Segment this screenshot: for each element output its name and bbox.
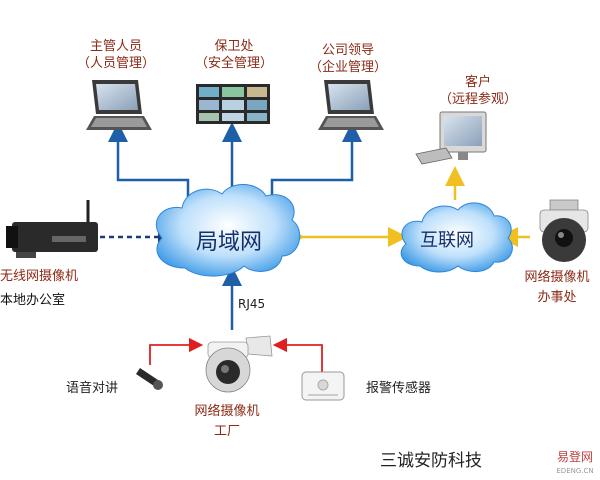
leader-sub: （企业管理） xyxy=(308,60,387,75)
leader-label: 公司领导 （企业管理） xyxy=(306,42,390,76)
wireless-camera-sub: 本地办公室 xyxy=(0,293,66,308)
monitor-wall-icon xyxy=(196,84,270,124)
watermark-sub: EDENG.CN xyxy=(556,467,594,475)
internet-links xyxy=(285,166,530,247)
client-title: 客户 xyxy=(464,75,491,90)
supervisor-title: 主管人员 xyxy=(89,39,142,54)
dome-camera-icon xyxy=(539,199,589,262)
wireless-camera-icon xyxy=(6,200,98,258)
laptop-icon xyxy=(86,80,152,130)
io-links xyxy=(149,337,323,375)
desktop-computer-icon xyxy=(415,111,487,165)
lan-cloud xyxy=(156,184,301,277)
ptz-camera-icon xyxy=(205,335,273,393)
factory-camera-label: 网络摄像机 工厂 xyxy=(182,402,272,442)
watermark-logo xyxy=(548,448,600,480)
watermark-text: 易登网 EDENG.CN xyxy=(550,450,600,478)
alarm-sensor-icon xyxy=(301,371,345,401)
client-sub: （远程参观） xyxy=(438,92,517,107)
security-title: 保卫处 xyxy=(214,39,254,54)
watermark-main: 易登网 xyxy=(556,450,593,464)
security-sub: （安全管理） xyxy=(194,56,273,71)
alarm-label: 报警传感器 xyxy=(366,381,432,396)
intercom-label: 语音对讲 xyxy=(66,381,119,396)
client-label: 客户 （远程参观） xyxy=(436,74,520,108)
laptop-icon xyxy=(318,80,384,130)
wireless-camera-label: 无线网摄像机 本地办公室 xyxy=(0,265,78,313)
security-label: 保卫处 （安全管理） xyxy=(192,38,276,72)
supervisor-sub: （人员管理） xyxy=(76,56,155,71)
link-label: RJ45 xyxy=(238,297,266,311)
leader-title: 公司领导 xyxy=(321,43,374,58)
factory-camera-title: 网络摄像机 xyxy=(194,404,260,419)
factory-camera-sub: 工厂 xyxy=(213,424,240,439)
wireless-camera-title: 无线网摄像机 xyxy=(0,269,79,284)
company-name: 三诚安防科技 xyxy=(380,451,482,471)
office-camera-label: 网络摄像机 办事处 xyxy=(514,268,600,308)
office-camera-sub: 办事处 xyxy=(537,290,577,305)
internet-label: 互联网 xyxy=(420,230,474,251)
lan-label: 局域网 xyxy=(196,230,263,255)
lan-links xyxy=(108,122,362,330)
office-camera-title: 网络摄像机 xyxy=(524,270,590,285)
internet-cloud xyxy=(400,202,513,273)
supervisor-label: 主管人员 （人员管理） xyxy=(74,38,158,72)
microphone-icon xyxy=(136,368,163,390)
